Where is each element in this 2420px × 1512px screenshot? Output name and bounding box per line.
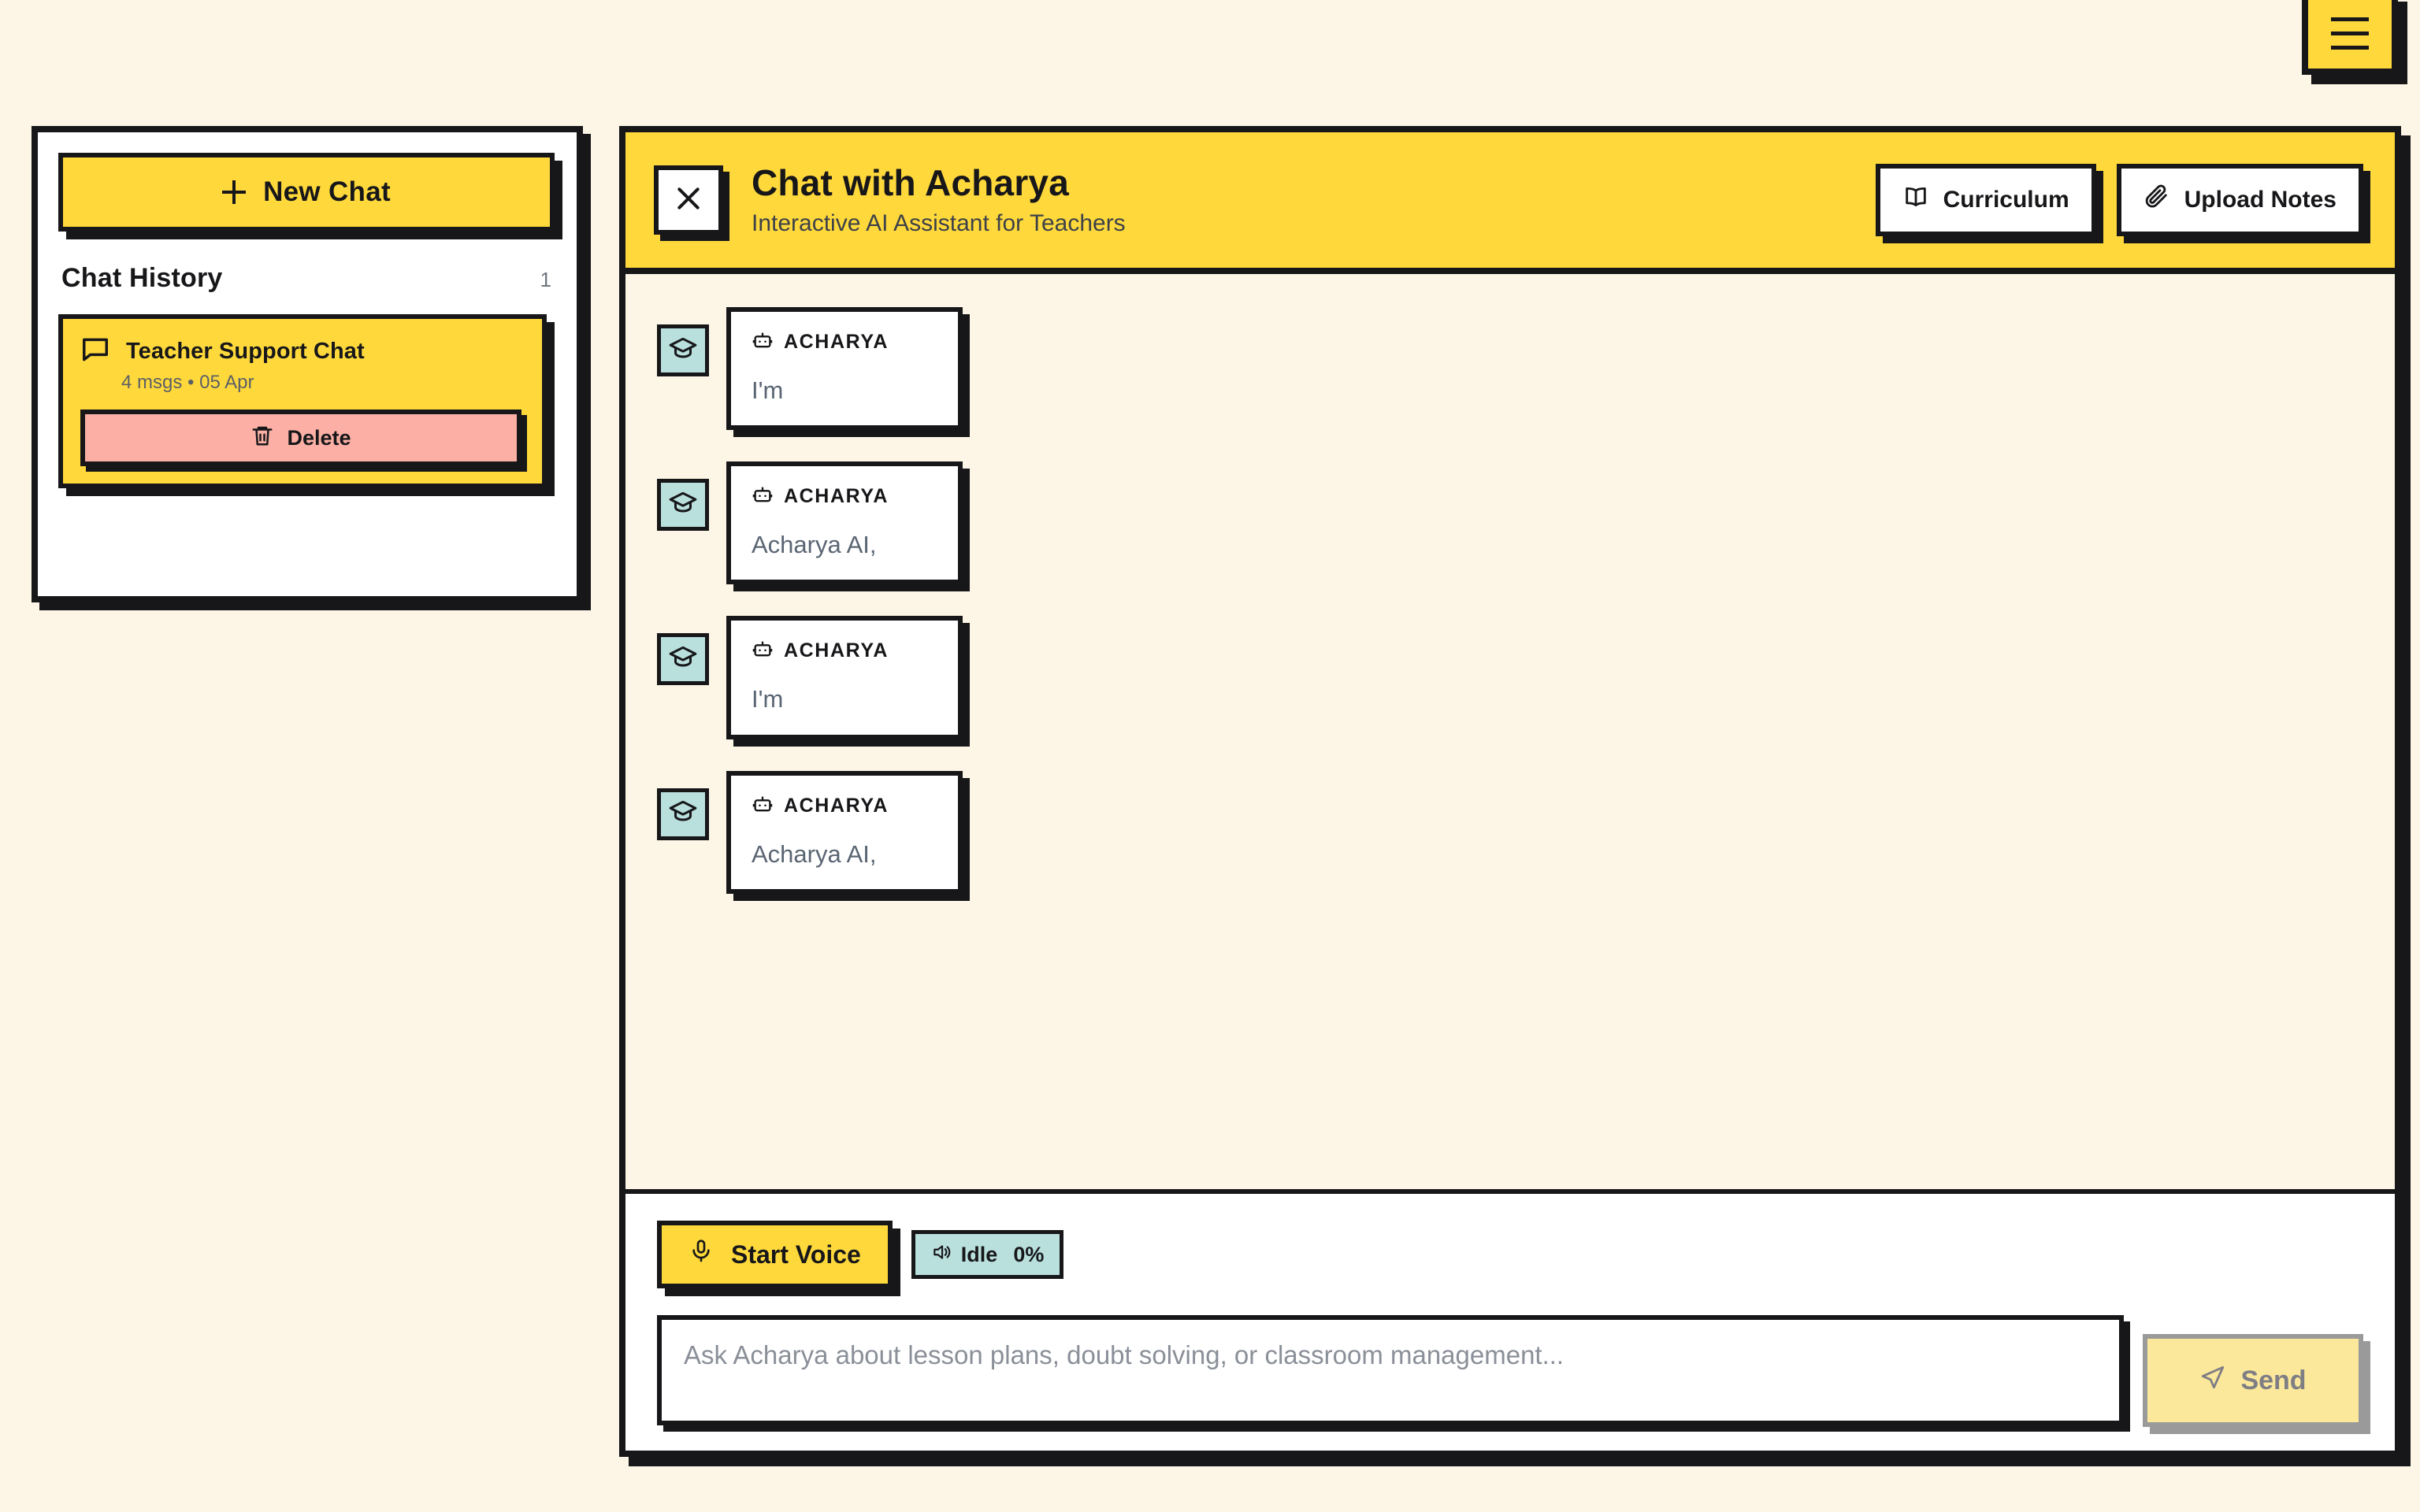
hamburger-bar-2 [2331,32,2369,35]
plus-icon [222,180,247,204]
message-text: Acharya AI, [752,839,877,868]
close-icon [673,183,704,218]
robot-icon [752,638,774,664]
page-title: Chat with Acharya [752,161,1070,203]
message-bubble-header: ACHARYA [752,793,937,819]
new-chat-label: New Chat [263,176,391,207]
send-button[interactable]: Send [2143,1334,2363,1427]
message-bubble-header: ACHARYA [752,484,937,510]
graduation-cap-icon [668,797,698,831]
robot-icon [752,484,774,510]
speaker-icon [931,1242,952,1268]
curriculum-label: Curriculum [1943,187,2069,213]
message-text: I'm [752,685,784,713]
send-icon [2199,1364,2226,1398]
start-voice-button[interactable]: Start Voice [657,1221,893,1288]
avatar [657,788,709,840]
paperclip-icon [2143,183,2170,217]
chat-header-texts: Chat with Acharya Interactive AI Assista… [752,163,1876,238]
message-bubble: ACHARYA Acharya AI, [726,770,963,894]
message-bubble: ACHARYA I'm [726,307,963,431]
message-row: ACHARYA Acharya AI, [657,770,2363,894]
message-row: ACHARYA I'm [657,616,2363,739]
message-bubble-header: ACHARYA [752,329,937,355]
voice-status-percent: 0% [1013,1242,1045,1266]
hamburger-menu-button[interactable] [2302,0,2398,75]
start-voice-label: Start Voice [731,1240,861,1269]
upload-notes-label: Upload Notes [2184,187,2336,213]
graduation-cap-icon [668,643,698,676]
graduation-cap-icon [668,488,698,522]
message-input-row: Send [657,1315,2363,1427]
microphone-icon [689,1239,714,1270]
chat-history-title: Chat History [61,263,223,293]
message-role: ACHARYA [784,485,889,508]
message-bubble: ACHARYA I'm [726,616,963,739]
chat-history-item-header: Teacher Support Chat [80,335,525,369]
send-label: Send [2240,1365,2307,1395]
message-text: I'm [752,376,784,404]
chat-panel: Chat with Acharya Interactive AI Assista… [619,126,2401,1457]
avatar [657,633,709,686]
upload-notes-button[interactable]: Upload Notes [2116,164,2363,236]
message-role: ACHARYA [784,639,889,662]
chat-header-actions: Curriculum Upload Notes [1875,164,2363,236]
robot-icon [752,329,774,355]
message-bubble: ACHARYA Acharya AI, [726,461,963,585]
chat-history-count: 1 [540,268,551,291]
avatar [657,479,709,532]
book-icon [1902,183,1929,217]
trash-icon [251,424,274,453]
message-role: ACHARYA [784,331,889,353]
composer: Start Voice Idle 0% [625,1194,2395,1451]
chat-history-item-title: Teacher Support Chat [126,339,365,364]
chat-history-item[interactable]: Teacher Support Chat 4 msgs • 05 Apr Del… [58,314,547,488]
voice-status-badge: Idle 0% [911,1230,1064,1279]
hamburger-bar-3 [2331,46,2369,50]
new-chat-button[interactable]: New Chat [58,153,555,232]
delete-chat-label: Delete [287,425,351,450]
chat-bubble-icon [80,335,110,369]
delete-chat-button[interactable]: Delete [80,410,521,466]
robot-icon [752,793,774,819]
message-bubble-header: ACHARYA [752,638,937,664]
message-row: ACHARYA Acharya AI, [657,461,2363,585]
sidebar: New Chat Chat History 1 Teacher Support … [32,126,583,602]
message-list[interactable]: ACHARYA I'm [625,274,2395,1194]
message-row: ACHARYA I'm [657,307,2363,431]
voice-row: Start Voice Idle 0% [657,1221,2363,1288]
message-text: Acharya AI, [752,531,877,559]
message-input[interactable] [657,1315,2124,1425]
hamburger-bar-1 [2331,17,2369,21]
message-role: ACHARYA [784,794,889,817]
chat-history-header: Chat History 1 [58,263,556,294]
graduation-cap-icon [668,334,698,368]
avatar [657,324,709,376]
curriculum-button[interactable]: Curriculum [1875,164,2096,236]
voice-status-label: Idle [960,1242,998,1266]
close-chat-button[interactable] [654,165,723,235]
chat-history-item-meta: 4 msgs • 05 Apr [121,372,254,393]
chat-panel-header: Chat with Acharya Interactive AI Assista… [625,132,2395,274]
page-subtitle: Interactive AI Assistant for Teachers [752,210,1126,237]
